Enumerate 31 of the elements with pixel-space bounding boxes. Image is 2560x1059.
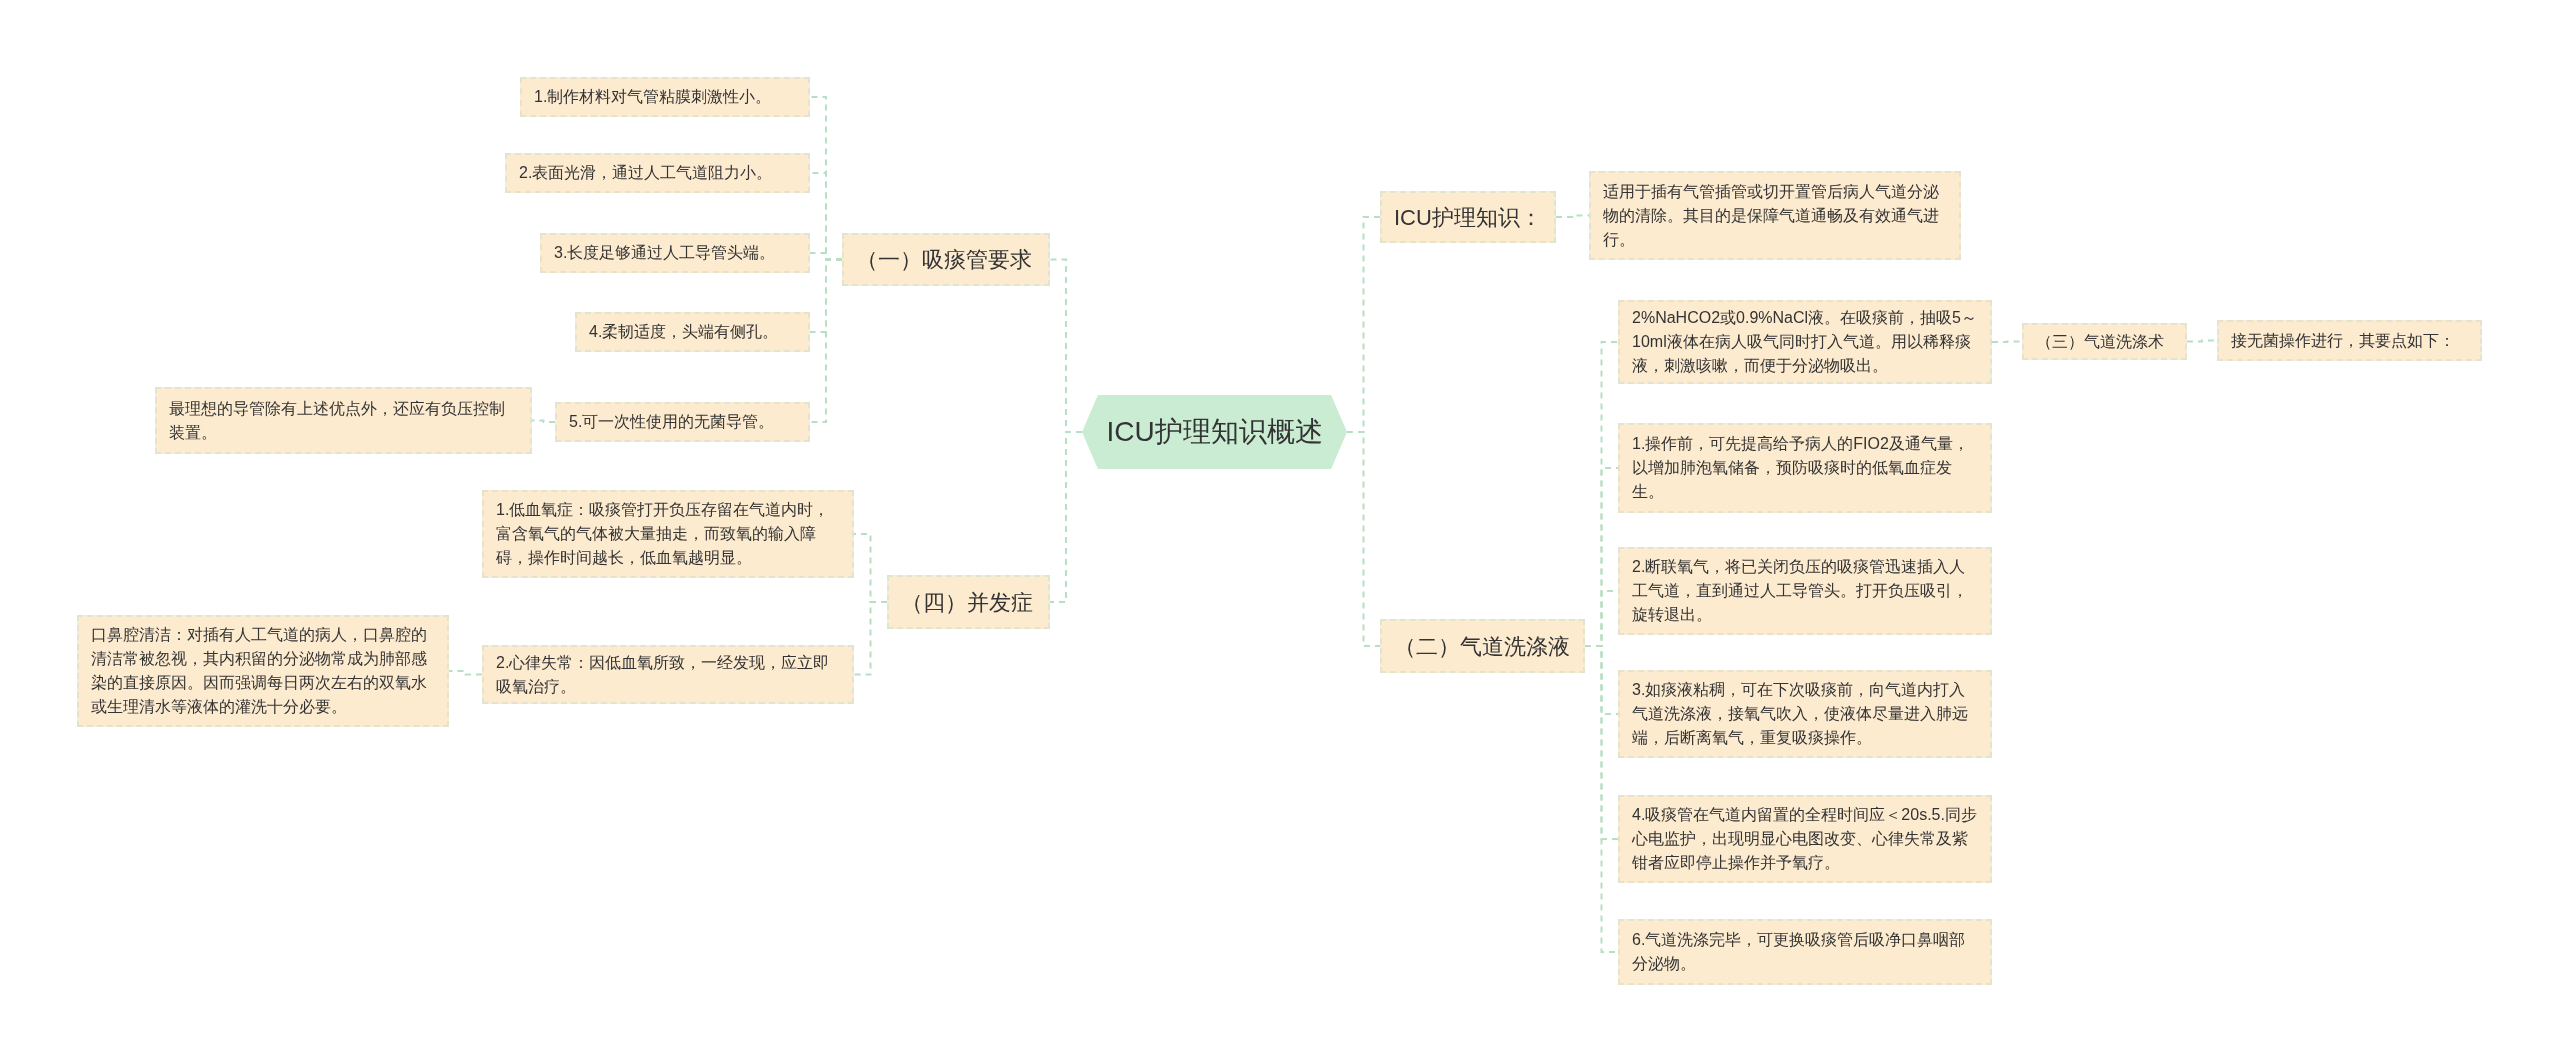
connector-line: [853, 601, 888, 676]
branch-topic: （二）气道洗涤液: [1380, 619, 1585, 673]
note-card: 1.低血氧症：吸痰管打开负压存留在气道内时，富含氧气的气体被大量抽走，而致氧的输入障碍，操作时间越长，低血氧越明显。: [482, 490, 854, 578]
note-card: 5.可一次性使用的无菌导管。: [555, 402, 810, 442]
connector-line: [1991, 340, 2023, 343]
note-card: 接无菌操作进行，其要点如下：: [2217, 320, 2482, 361]
branch-topic: （四）并发症: [887, 575, 1050, 629]
connector-line: [448, 670, 483, 676]
note-card: 2.心律失常：因低血氧所致，一经发现，应立即吸氧治疗。: [482, 645, 854, 704]
note-card: 最理想的导管除有上述优点外，还应有负压控制装置。: [155, 387, 532, 454]
branch-topic: （一）吸痰管要求: [842, 233, 1050, 286]
branch-topic: ICU护理知识：: [1380, 191, 1556, 243]
note-card: 6.气道洗涤完毕，可更换吸痰管后吸净口鼻咽部分泌物。: [1618, 919, 1992, 985]
connector-line: [809, 258, 843, 423]
note-card: 2%NaHCO2或0.9%NaCl液。在吸痰前，抽吸5～10ml液体在病人吸气同时打入气道。用以稀释痰液，刺激咳嗽，而便于分泌物吸出。: [1618, 300, 1992, 384]
note-card: 1.操作前，可先提高给予病人的FIO2及通气量，以增加肺泡氧储备，预防吸痰时的低氧血症发生。: [1618, 423, 1992, 513]
connector-line: [1049, 431, 1083, 603]
connector-line: [531, 419, 556, 423]
note-card: 1.制作材料对气管粘膜刺激性小。: [520, 77, 810, 117]
topic-title: ICU护理知识概述: [1106, 415, 1323, 449]
connector-line: [1346, 431, 1381, 647]
note-card: 3.长度足够通过人工导管头端。: [540, 233, 810, 273]
note-card: 2.表面光滑，通过人工气道阻力小。: [505, 153, 810, 193]
note-card: （三）气道洗涤术: [2022, 323, 2187, 360]
note-card: 4.柔韧适度，头端有侧孔。: [575, 312, 810, 352]
note-card: 口鼻腔清洁：对插有人工气道的病人，口鼻腔的清洁常被忽视，其内积留的分泌物常成为肺部感染的直接原因。因而强调每日两次左右的双氧水或生理清水等液体的灌洗十分必要。: [77, 615, 449, 727]
connector-line: [1555, 214, 1590, 218]
note-card: 3.如痰液粘稠，可在下次吸痰前，向气道内打入气道洗涤液，接氧气吹入，使液体尽量进入肺远端，后断离氧气，重复吸痰操作。: [1618, 670, 1992, 758]
note-card: 2.断联氧气，将已关闭负压的吸痰管迅速插入人工气道，直到通过人工导管头。打开负压吸引，旋转退出。: [1618, 547, 1992, 635]
note-card: 4.吸痰管在气道内留置的全程时间应＜20s.5.同步心电监护，出现明显心电图改变、心律失常及紫钳者应即停止操作并予氧疗。: [1618, 795, 1992, 883]
note-card: 适用于插有气管插管或切开置管后病人气道分泌物的清除。其目的是保障气道通畅及有效通气进行。: [1589, 171, 1961, 260]
